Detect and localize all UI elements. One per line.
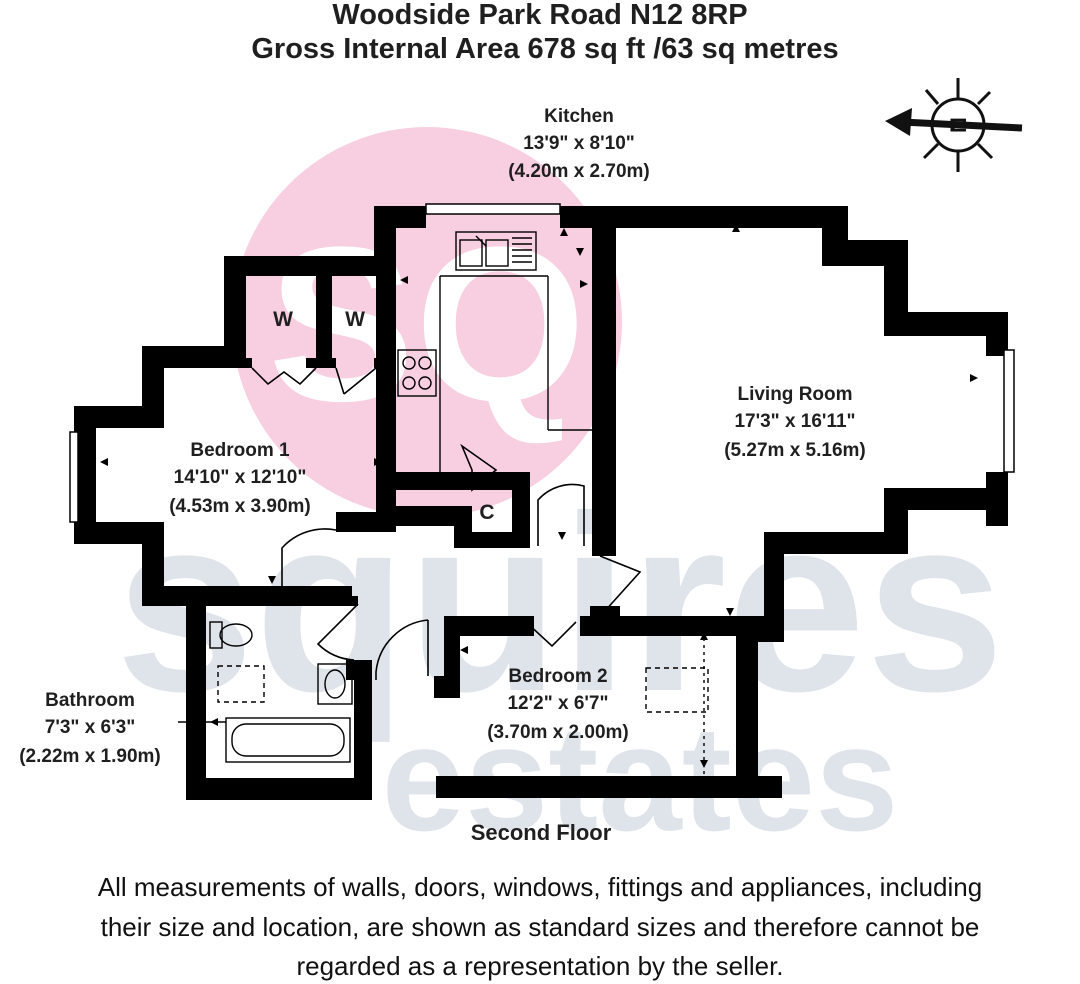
- bathtub-icon: [225, 717, 351, 763]
- watermark-logo-circle: [232, 127, 622, 517]
- room-dimensions-imperial: 12'2" x 6'7": [507, 693, 608, 714]
- room-dimensions-imperial: 17'3" x 16'11": [734, 411, 855, 432]
- room-dimensions-imperial: 14'10" x 12'10": [174, 467, 307, 488]
- room-dimensions-metric: (4.20m x 2.70m): [508, 161, 650, 182]
- room-bedroom-2: Bedroom 2 12'2" x 6'7" (3.70m x 2.00m): [487, 666, 629, 743]
- door-cupboard: [460, 443, 498, 492]
- room-name: Bedroom 2: [508, 666, 607, 687]
- door-living-room: [599, 555, 642, 613]
- window-living-room: [1003, 349, 1015, 473]
- toilet-icon: [209, 621, 253, 649]
- property-address: Woodside Park Road N12 8RP: [332, 0, 747, 31]
- room-dimensions-metric: (5.27m x 5.16m): [724, 440, 866, 461]
- disclaimer-line-3: regarded as a representation by the sell…: [296, 951, 783, 981]
- walls: [74, 206, 1008, 800]
- window-kitchen: [425, 203, 561, 215]
- wardrobe-label-2: W: [345, 308, 365, 331]
- room-name: Living Room: [737, 384, 852, 405]
- hob-icon: [397, 349, 437, 397]
- disclaimer: All measurements of walls, doors, window…: [98, 872, 982, 981]
- door-bedroom-1: [281, 528, 337, 586]
- wardrobe-label-1: W: [273, 308, 293, 331]
- worktop: [439, 275, 594, 472]
- room-bedroom-1: Bedroom 1 14'10" x 12'10" (4.53m x 3.90m…: [169, 440, 311, 517]
- dimension-arrows: [100, 224, 978, 768]
- room-bathroom: Bathroom 7'3" x 6'3" (2.22m x 1.90m): [19, 690, 161, 767]
- room-dimensions-metric: (3.70m x 2.00m): [487, 722, 629, 743]
- cupboard-label: C: [479, 501, 494, 524]
- windows: [69, 203, 1015, 523]
- door-wardrobe-2: [335, 367, 377, 395]
- compass-north-letter: N: [946, 117, 971, 133]
- fixtures: [209, 231, 709, 776]
- room-dimensions-metric: (4.53m x 3.90m): [169, 496, 311, 517]
- compass-rays-icon: [922, 78, 994, 172]
- room-kitchen: Kitchen 13'9" x 8'10" (4.20m x 2.70m): [508, 106, 650, 182]
- door-bedroom-2: [375, 619, 429, 680]
- room-dimensions-imperial: 13'9" x 8'10": [523, 133, 635, 154]
- window-bedroom-1: [69, 431, 79, 523]
- door-bedroom-2-inner: [525, 621, 577, 648]
- room-name: Kitchen: [544, 106, 614, 127]
- bathroom-sink-icon: [317, 663, 353, 705]
- room-name: Bathroom: [45, 690, 135, 711]
- compass-arrowhead-icon: [885, 108, 912, 136]
- loft-hatch: [645, 667, 709, 713]
- disclaimer-line-2: their size and location, are shown as st…: [101, 912, 980, 942]
- gross-internal-area: Gross Internal Area 678 sq ft /63 sq met…: [251, 33, 838, 65]
- shower-tray: [217, 665, 265, 703]
- door-entrance: [537, 483, 585, 546]
- watermark-logo-letters: SQ: [268, 201, 586, 447]
- watermark: SQ squires estates: [115, 127, 1005, 862]
- door-wardrobe-1: [251, 367, 317, 386]
- doors: [251, 367, 642, 680]
- room-dimensions-metric: (2.22m x 1.90m): [19, 746, 161, 767]
- disclaimer-line-1: All measurements of walls, doors, window…: [98, 872, 982, 902]
- room-name: Bedroom 1: [190, 440, 290, 461]
- sink-icon: [455, 231, 537, 271]
- room-living-room: Living Room 17'3" x 16'11" (5.27m x 5.16…: [724, 384, 866, 461]
- door-bathroom: [316, 603, 359, 661]
- compass-rose: N: [885, 78, 1023, 172]
- floor-label: Second Floor: [471, 820, 612, 845]
- compass-arrow-icon: [901, 118, 1023, 132]
- room-dimensions-imperial: 7'3" x 6'3": [45, 717, 135, 738]
